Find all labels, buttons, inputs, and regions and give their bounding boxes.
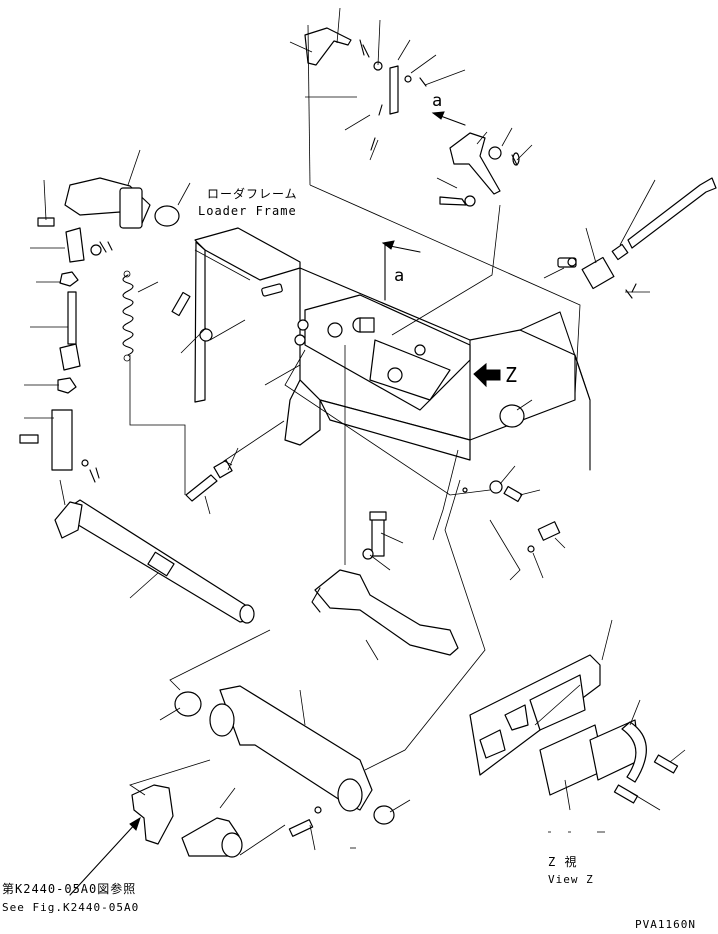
frame-fasteners [171,283,561,553]
spring [122,270,134,362]
view-z-caption-en: View Z [548,873,594,886]
see-figure-ref-en: See Fig.K2440-05A0 [2,901,140,914]
upper-linkage [304,27,520,207]
drawing-id: PVA1160N [635,918,696,931]
view-z-cover [469,654,679,804]
view-marker-a-top: a [432,91,443,111]
see-figure-ref-jp: 第K2440-05A0図参照 [2,882,137,896]
view-marker-a-mid: a [394,266,405,286]
left-linkage [19,177,180,483]
right-rod [557,177,717,299]
control-bracket [294,294,471,411]
pedal-lever [311,511,459,656]
caption-dashes [350,831,605,849]
view-z-caption-jp: Z 視 [548,855,578,869]
lower-shaft [54,499,255,624]
connection-lines [129,24,581,856]
view-marker-z: Z [505,363,518,387]
loader-frame-label-en: Loader Frame [198,204,297,218]
leader-lines [24,7,686,851]
arrows [69,111,501,896]
loader-frame-label-jp: ローダフレーム [207,187,298,201]
lower-yoke [131,685,395,858]
